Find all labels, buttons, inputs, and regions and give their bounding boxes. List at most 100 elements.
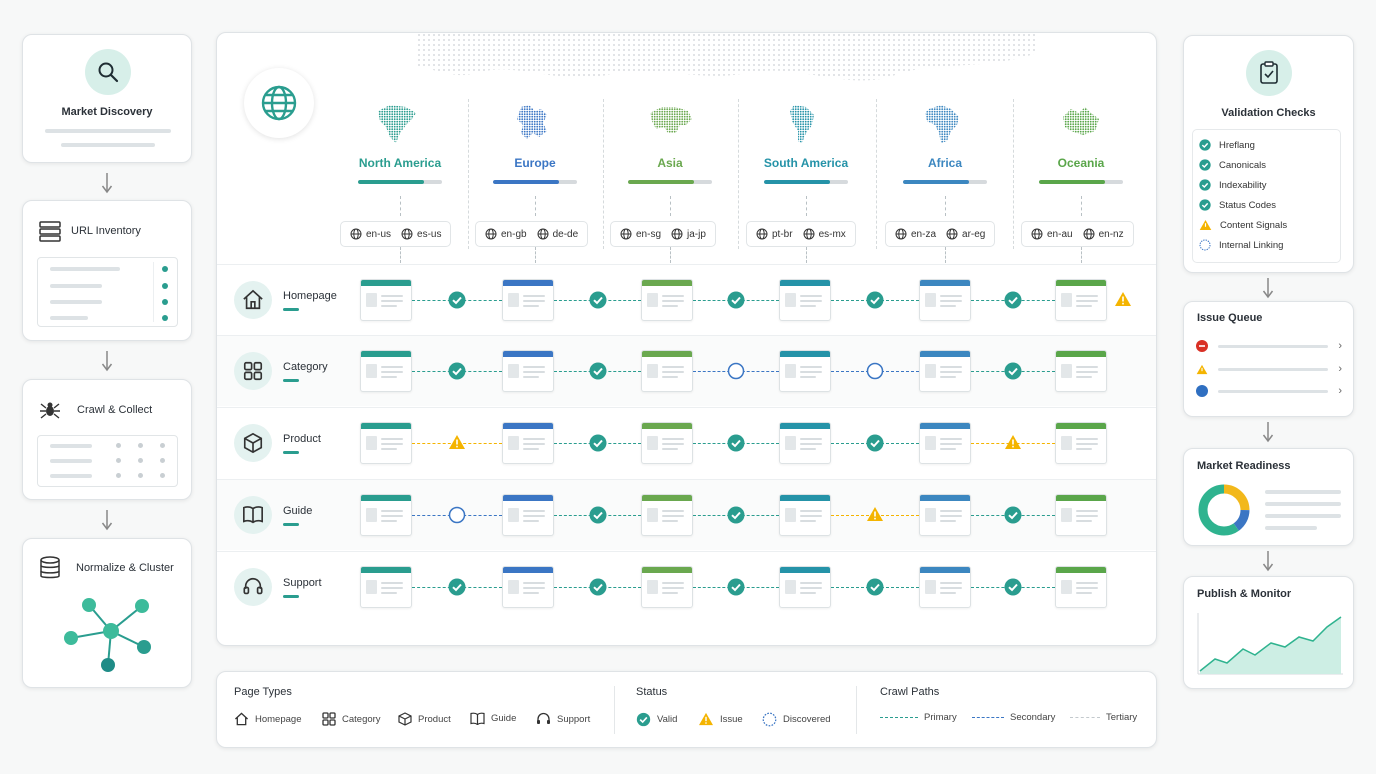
- validation-item[interactable]: Content Signals: [1199, 219, 1287, 231]
- page-thumbnail[interactable]: [360, 278, 412, 321]
- status-marker[interactable]: [589, 434, 607, 452]
- status-marker[interactable]: [1004, 291, 1022, 309]
- page-thumbnail[interactable]: [919, 278, 971, 321]
- validation-item[interactable]: Canonicals: [1199, 159, 1266, 171]
- locale-tag[interactable]: en-za: [895, 228, 936, 240]
- status-marker[interactable]: [866, 506, 884, 524]
- page-thumbnail[interactable]: [779, 278, 831, 321]
- region-europe[interactable]: Europe: [475, 103, 595, 184]
- locale-tag[interactable]: en-au: [1031, 228, 1073, 240]
- status-marker[interactable]: [1004, 434, 1022, 452]
- locale-tag[interactable]: ar-eg: [946, 228, 985, 240]
- locale-tag[interactable]: en-gb: [485, 228, 527, 240]
- status-marker[interactable]: [448, 506, 466, 524]
- locale-group[interactable]: pt-br es-mx: [746, 221, 856, 247]
- status-marker[interactable]: [1004, 578, 1022, 596]
- locale-group[interactable]: en-sg ja-jp: [610, 221, 716, 247]
- page-type-label[interactable]: Product: [283, 432, 321, 445]
- validation-item[interactable]: Status Codes: [1199, 199, 1276, 211]
- status-marker[interactable]: [866, 362, 884, 380]
- page-thumbnail[interactable]: [360, 349, 412, 392]
- region-oceania[interactable]: Oceania: [1021, 103, 1141, 184]
- page-thumbnail[interactable]: [1055, 278, 1107, 321]
- issue-queue-item-info[interactable]: ›: [1196, 381, 1342, 401]
- page-thumbnail[interactable]: [502, 421, 554, 464]
- locale-tag[interactable]: en-sg: [620, 228, 661, 240]
- market-discovery-card[interactable]: Market Discovery: [22, 34, 192, 163]
- status-marker[interactable]: [727, 578, 745, 596]
- issue-queue-card[interactable]: Issue Queue › › ›: [1183, 301, 1354, 417]
- page-thumbnail[interactable]: [641, 421, 693, 464]
- page-thumbnail[interactable]: [360, 493, 412, 536]
- page-thumbnail[interactable]: [502, 349, 554, 392]
- page-thumbnail[interactable]: [502, 278, 554, 321]
- status-marker[interactable]: [1004, 362, 1022, 380]
- page-type-label[interactable]: Guide: [283, 504, 313, 517]
- page-thumbnail[interactable]: [1055, 349, 1107, 392]
- status-marker[interactable]: [727, 434, 745, 452]
- status-marker[interactable]: [727, 362, 745, 380]
- locale-group[interactable]: en-us es-us: [340, 221, 452, 247]
- region-africa[interactable]: Africa: [885, 103, 1005, 184]
- page-thumbnail[interactable]: [641, 493, 693, 536]
- status-marker[interactable]: [589, 506, 607, 524]
- region-south-america[interactable]: South America: [746, 103, 866, 184]
- page-thumbnail[interactable]: [1055, 493, 1107, 536]
- locale-tag[interactable]: en-us: [350, 228, 391, 240]
- locale-group[interactable]: en-za ar-eg: [885, 221, 996, 247]
- page-thumbnail[interactable]: [919, 421, 971, 464]
- status-marker[interactable]: [866, 434, 884, 452]
- page-thumbnail[interactable]: [919, 565, 971, 608]
- url-inventory-card[interactable]: URL Inventory: [22, 200, 192, 341]
- page-type-label[interactable]: Homepage: [283, 289, 337, 302]
- status-marker[interactable]: [448, 578, 466, 596]
- crawl-collect-card[interactable]: Crawl & Collect: [22, 379, 192, 500]
- status-marker[interactable]: [1004, 506, 1022, 524]
- page-thumbnail[interactable]: [779, 349, 831, 392]
- page-type-label[interactable]: Support: [283, 576, 322, 589]
- status-marker[interactable]: [1114, 291, 1132, 309]
- page-thumbnail[interactable]: [502, 493, 554, 536]
- page-thumbnail[interactable]: [779, 493, 831, 536]
- locale-tag[interactable]: ja-jp: [671, 228, 706, 240]
- locale-tag[interactable]: es-us: [401, 228, 441, 240]
- status-marker[interactable]: [589, 291, 607, 309]
- locale-tag[interactable]: en-nz: [1083, 228, 1124, 240]
- issue-queue-item-warning[interactable]: ›: [1196, 359, 1342, 379]
- status-marker[interactable]: [589, 362, 607, 380]
- page-thumbnail[interactable]: [360, 565, 412, 608]
- status-marker[interactable]: [727, 506, 745, 524]
- validation-item[interactable]: Indexability: [1199, 179, 1267, 191]
- region-north-america[interactable]: North America: [340, 103, 460, 184]
- page-thumbnail[interactable]: [641, 278, 693, 321]
- page-thumbnail[interactable]: [502, 565, 554, 608]
- locale-tag[interactable]: pt-br: [756, 228, 793, 240]
- status-marker[interactable]: [589, 578, 607, 596]
- validation-item[interactable]: Internal Linking: [1199, 239, 1283, 251]
- status-marker[interactable]: [866, 291, 884, 309]
- issue-queue-item-error[interactable]: ›: [1196, 336, 1342, 356]
- page-thumbnail[interactable]: [641, 565, 693, 608]
- publish-monitor-card[interactable]: Publish & Monitor: [1183, 576, 1354, 689]
- page-thumbnail[interactable]: [779, 565, 831, 608]
- page-thumbnail[interactable]: [779, 421, 831, 464]
- status-marker[interactable]: [448, 291, 466, 309]
- status-marker[interactable]: [866, 578, 884, 596]
- market-readiness-card[interactable]: Market Readiness: [1183, 448, 1354, 546]
- locale-tag[interactable]: es-mx: [803, 228, 846, 240]
- validation-item[interactable]: Hreflang: [1199, 139, 1255, 151]
- status-marker[interactable]: [448, 434, 466, 452]
- page-thumbnail[interactable]: [919, 349, 971, 392]
- page-thumbnail[interactable]: [919, 493, 971, 536]
- locale-group[interactable]: en-au en-nz: [1021, 221, 1134, 247]
- status-marker[interactable]: [727, 291, 745, 309]
- page-thumbnail[interactable]: [1055, 421, 1107, 464]
- page-type-label[interactable]: Category: [283, 360, 328, 373]
- locale-tag[interactable]: de-de: [537, 228, 578, 240]
- locale-group[interactable]: en-gb de-de: [475, 221, 589, 247]
- status-marker[interactable]: [448, 362, 466, 380]
- page-thumbnail[interactable]: [360, 421, 412, 464]
- page-thumbnail[interactable]: [1055, 565, 1107, 608]
- normalize-cluster-card[interactable]: Normalize & Cluster: [22, 538, 192, 688]
